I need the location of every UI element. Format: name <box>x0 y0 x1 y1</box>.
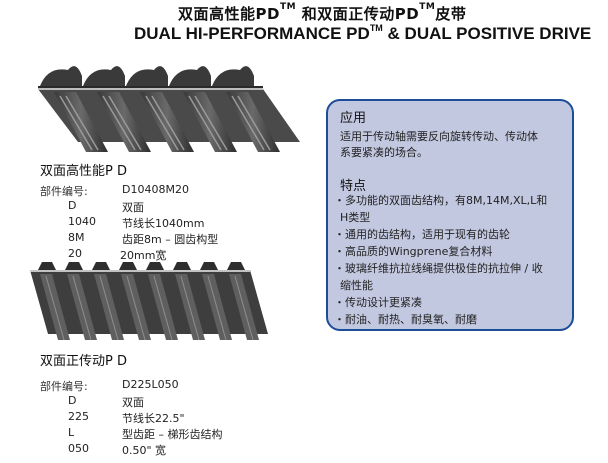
feature-line: ・高品质的Wingprene复合材料 <box>334 245 493 258</box>
spec-code: 1040 <box>68 215 96 228</box>
spec-code: D <box>68 394 77 407</box>
feature-line: ・多功能的双面齿结构，有8M,14M,XL,L和 <box>334 194 548 207</box>
title-cn-part3: 皮带 <box>435 5 467 23</box>
spec-desc: 双面 <box>122 396 144 409</box>
product2-title: 双面正传动P D <box>40 354 127 369</box>
application-line: 适用于传动轴需要反向旋转传动、传动体 <box>340 130 538 143</box>
spec-desc: 双面 <box>122 201 144 214</box>
title-en-part1: DUAL HI-PERFORMANCE PD <box>134 24 370 43</box>
spec-desc: 0.50" 宽 <box>122 444 167 457</box>
spec-code: 20 <box>68 247 82 260</box>
spec-desc: 20mm宽 <box>120 249 167 262</box>
spec-desc: 节线长22.5" <box>122 412 185 425</box>
trademark: TM <box>279 2 297 12</box>
feature-line: ・耐油、耐热、耐臭氧、耐磨 <box>334 313 477 326</box>
feature-line: ・玻璃纤维抗拉线绳提供极佳的抗拉伸 / 收 <box>334 262 543 275</box>
spec-code: 8M <box>68 231 85 244</box>
spec-code: L <box>68 426 75 439</box>
product1-part-label: 部件编号: <box>40 185 88 198</box>
title-en-part2: & DUAL POSITIVE DRIVE <box>382 24 592 43</box>
title-chinese: 双面高性能PDTM 和双面正传动PDTM皮带 <box>178 2 467 24</box>
application-heading: 应用 <box>340 111 367 126</box>
dual-positive-drive-belt-image <box>30 262 268 341</box>
title-cn-part2: 和双面正传动PD <box>296 5 420 23</box>
product2-part-number: D225L050 <box>122 378 179 391</box>
application-line: 系要紧凑的场合。 <box>340 146 428 159</box>
trademark: TM <box>419 2 436 12</box>
spec-desc: 齿距8m – 圆齿构型 <box>122 233 219 246</box>
product2-part-label: 部件编号: <box>40 380 88 393</box>
spec-code: 225 <box>68 410 89 423</box>
features-heading: 特点 <box>340 179 367 194</box>
feature-line: H类型 <box>340 211 371 224</box>
title-english: DUAL HI-PERFORMANCE PDTM & DUAL POSITIVE… <box>134 23 592 44</box>
spec-desc: 节线长1040mm <box>122 217 205 230</box>
product1-part-number: D10408M20 <box>122 183 189 196</box>
product1-title: 双面高性能P D <box>40 164 127 179</box>
spec-code: D <box>68 199 77 212</box>
feature-line: 缩性能 <box>340 279 373 292</box>
spec-code: 050 <box>68 442 89 455</box>
feature-line: ・传动设计更紧凑 <box>334 296 422 309</box>
dual-hi-performance-belt-image <box>38 66 300 152</box>
title-cn-part1: 双面高性能PD <box>178 5 280 23</box>
info-panel: 应用 适用于传动轴需要反向旋转传动、传动体 系要紧凑的场合。 特点 ・多功能的双… <box>326 99 574 331</box>
trademark: TM <box>369 23 383 33</box>
spec-desc: 型齿距 – 梯形齿结构 <box>122 428 223 441</box>
feature-line: ・通用的齿结构，适用于现有的齿轮 <box>334 228 510 241</box>
